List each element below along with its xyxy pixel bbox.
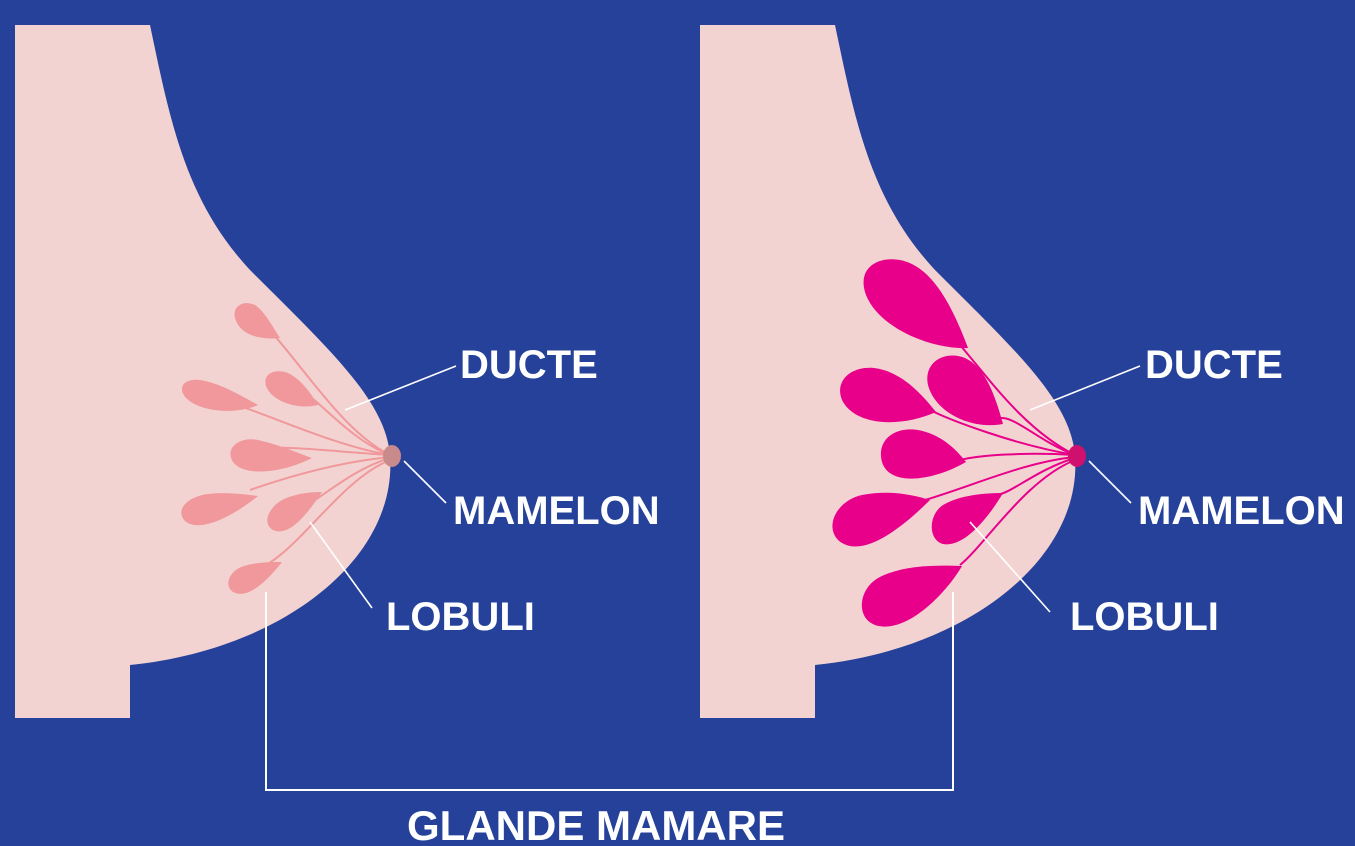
left-lobules-label: LOBULI bbox=[386, 595, 535, 639]
bracket-label: GLANDE MAMARE bbox=[407, 802, 785, 846]
left-breast-silhouette bbox=[15, 25, 390, 718]
right-duct-label: DUCTE bbox=[1145, 343, 1283, 387]
left-breast: DUCTE MAMELON LOBULI bbox=[15, 25, 660, 718]
right-lobules-label: LOBULI bbox=[1070, 595, 1219, 639]
left-nipple bbox=[383, 445, 401, 467]
left-nipple-label: MAMELON bbox=[453, 489, 660, 533]
right-nipple bbox=[1068, 445, 1086, 467]
left-duct-label: DUCTE bbox=[460, 343, 598, 387]
right-breast: DUCTE MAMELON LOBULI bbox=[700, 25, 1345, 718]
right-nipple-label: MAMELON bbox=[1138, 489, 1345, 533]
